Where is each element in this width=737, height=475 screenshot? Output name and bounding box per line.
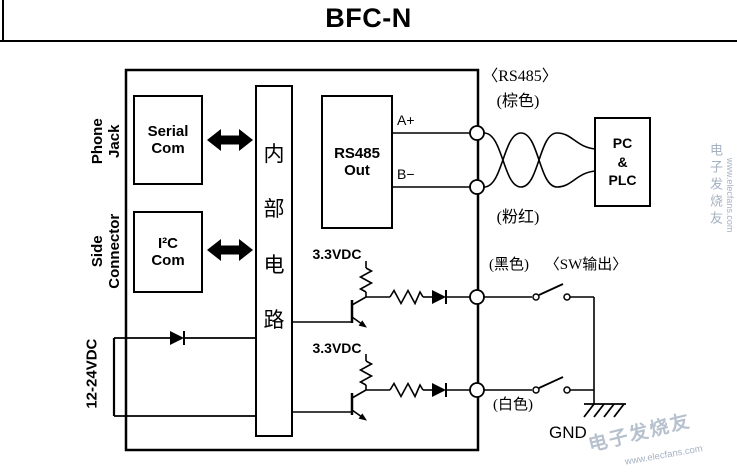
diode-upper [432,290,446,304]
wire-black-label: (黑色) [489,257,529,273]
page-title: BFC-N [325,3,412,33]
internal-circuit-char: 内 [263,142,285,167]
watermark-side-text: 电子发烧友 [707,143,723,228]
serial-com-label: Serial Com [134,96,202,184]
series-resistor-upper [389,288,424,306]
serial-com-line2: Com [151,140,185,157]
header-rule [0,0,737,42]
i2c-com-line1: I²C [158,234,178,252]
series-resistor-lower [389,381,424,399]
sw-circuit-lower [292,354,594,421]
diode-lower [432,383,446,397]
internal-circuit-label: 内 部 电 路 [256,86,292,436]
pc-plc-label: PC & PLC [595,118,650,206]
i2c-com-box [133,211,203,293]
terminals [469,125,571,398]
block-boxes [124,68,651,452]
ground-rail [583,297,626,418]
power-diode [170,331,184,345]
sw-output-tag: 〈SW输出〉 [544,257,628,273]
sw-circuit-upper [292,261,594,328]
pc-plc-line3: PLC [608,172,637,189]
switch-lower-contact-right [563,386,571,394]
outer-box [124,68,480,452]
rs485-out-line1: RS485 [334,144,380,162]
switch-upper-contact-right [563,293,571,301]
bidirectional-arrow-serial [207,129,253,151]
wire-pink-label: (粉红) [496,209,540,226]
a-plus-label: A+ [397,112,415,128]
power-input-wiring [112,331,256,417]
gnd-label: GND [549,423,587,442]
wire-white-label: (白色) [493,397,533,413]
power-input-label: 12-24VDC [83,338,101,409]
rs485-out-line2: Out [344,162,370,179]
serial-com-box [133,95,203,185]
phone-jack-label: Phone Jack [89,93,124,189]
watermark-side-url: www.elecfans.com [725,157,736,233]
bidirectional-arrow-i2c [207,239,253,261]
twisted-pair-wire-2 [483,132,596,188]
i2c-com-line2: Com [151,252,185,269]
switch-lower-blade [538,376,564,389]
internal-circuit-char: 路 [263,307,285,332]
phone-jack-line1: Phone [88,118,106,165]
pc-plc-box [594,117,651,207]
i2c-com-label: I²C Com [134,212,202,292]
side-connector-line2: Connector [106,213,123,289]
rs485-out-label: RS485 Out [322,96,392,228]
vdc-upper-label: 3.3VDC [312,246,362,262]
internal-circuit-char: 电 [263,252,285,277]
emitter-arrow-upper [358,320,367,328]
ground-symbol [583,403,626,418]
rs485-tag: 〈RS485〉 [482,68,558,85]
twisted-pair-wire-1 [483,132,596,188]
rs485-out-box [321,95,393,229]
switch-lower-contact-left [532,386,540,394]
terminal-b-minus [469,179,485,195]
pc-plc-line1: PC [612,134,633,151]
bus-arrows [207,129,253,261]
vdc-lower-label: 3.3VDC [312,340,362,356]
internal-circuit-char: 部 [263,197,285,222]
pullup-resistor-upper [358,267,374,293]
side-connector-line1: Side [88,235,106,268]
terminal-sw-lower [469,382,485,398]
side-connector-label: Side Connector [89,196,124,306]
rs485-wiring [392,132,596,188]
phone-jack-line2: Jack [106,124,123,158]
switch-upper-contact-left [532,293,540,301]
b-minus-label: B− [397,166,415,182]
terminal-a-plus [469,125,485,141]
pullup-resistor-lower [358,360,374,386]
serial-com-line1: Serial [147,122,189,140]
internal-circuit-box [255,85,293,437]
wire-brown-label: (棕色) [496,93,540,110]
terminal-sw-upper [469,289,485,305]
pc-plc-line2: & [617,153,628,170]
emitter-arrow-lower [358,413,367,421]
transistor-upper-collector [351,296,367,306]
switch-upper-blade [538,283,564,296]
transistor-lower-collector [351,389,367,399]
